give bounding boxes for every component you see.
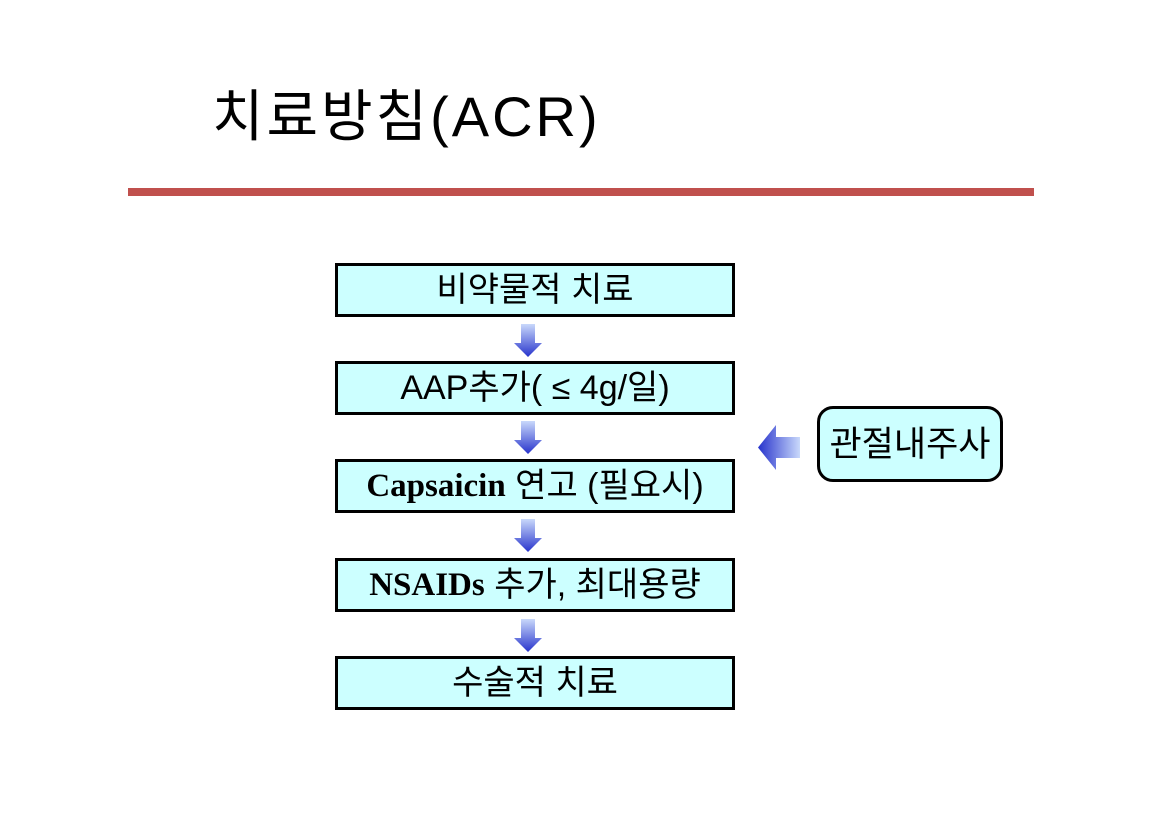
slide-title: 치료방침(ACR) <box>212 85 601 148</box>
flow-box-2-label: AAP추가( ≤ 4g/일) <box>400 369 670 407</box>
side-note-label: 관절내주사 <box>829 424 991 464</box>
down-arrow-icon <box>514 324 542 357</box>
down-arrow-icon <box>514 619 542 652</box>
flow-box-3-latin: Capsaicin <box>366 467 506 504</box>
flow-box-nonpharmacologic: 비약물적 치료 <box>335 263 735 317</box>
flow-box-4-latin: NSAIDs <box>369 566 485 603</box>
flow-box-5-label: 수술적 치료 <box>452 664 618 702</box>
flow-box-nsaids: NSAIDs 추가, 최대용량 <box>335 558 735 612</box>
flow-box-4-label: 추가, 최대용량 <box>484 566 701 604</box>
title-divider <box>128 188 1034 196</box>
down-arrow-icon <box>514 421 542 454</box>
down-arrow-icon <box>514 519 542 552</box>
flow-box-3-label: 연고 (필요시) <box>505 467 704 505</box>
left-arrow-icon <box>758 425 800 470</box>
flow-box-surgical: 수술적 치료 <box>335 656 735 710</box>
side-note-box: 관절내주사 <box>817 406 1003 482</box>
flow-box-aap: AAP추가( ≤ 4g/일) <box>335 361 735 415</box>
flow-box-capsaicin: Capsaicin 연고 (필요시) <box>335 459 735 513</box>
flow-box-1-label: 비약물적 치료 <box>436 271 634 309</box>
